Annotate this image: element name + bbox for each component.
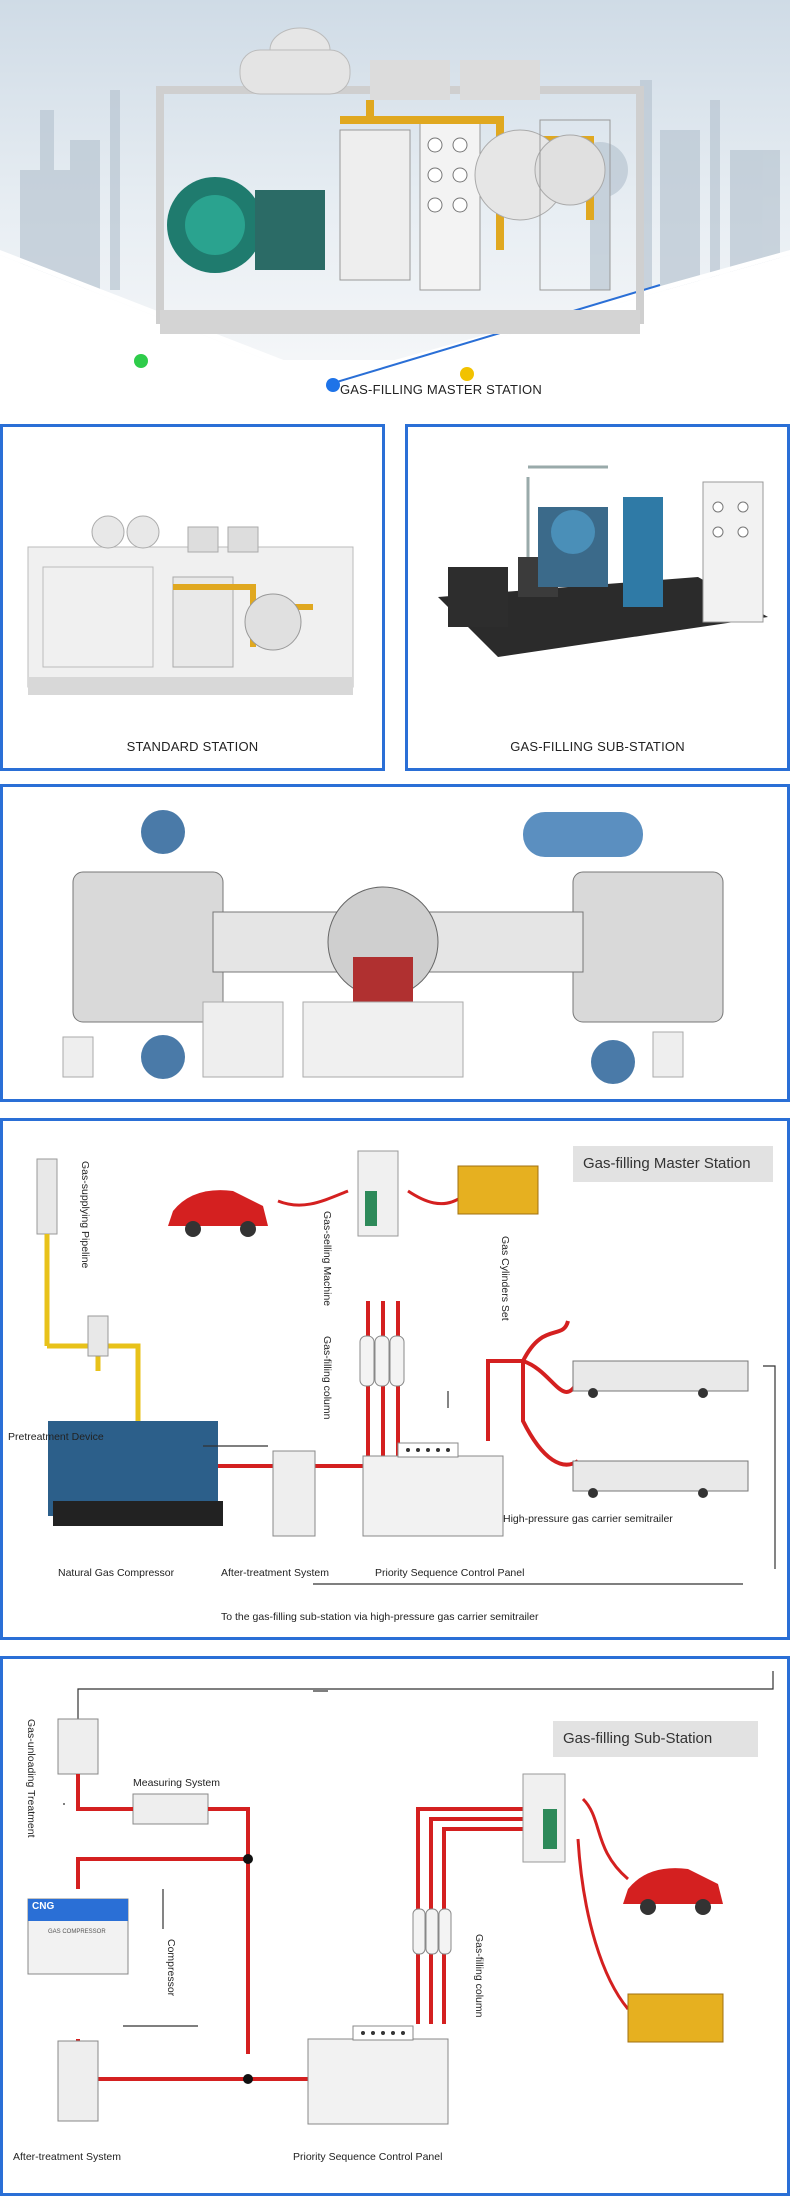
after-treatment-label: After-treatment System	[221, 1567, 329, 1579]
pretreatment-label: Pretreatment Device	[8, 1431, 104, 1443]
standard-station-image	[27, 515, 354, 695]
hero-banner: GAS-FILLING MASTER STATION	[0, 0, 790, 410]
master-diagram-title: Gas-filling Master Station	[573, 1146, 773, 1182]
compressor-cutaway-card	[0, 784, 790, 1102]
refinery-background	[0, 80, 790, 410]
compressor-cutaway-image	[62, 810, 724, 1084]
sub-station-caption: GAS-FILLING SUB-STATION	[510, 739, 685, 754]
hp-carrier-label: High-pressure gas carrier semitrailer	[503, 1513, 673, 1525]
sub-station-card: GAS-FILLING SUB-STATION	[405, 424, 790, 771]
master-station-diagram: Gas-filling Master Station	[0, 1118, 790, 1640]
master-station-machine-image	[156, 27, 644, 334]
to-sub-station-label: To the gas-filling sub-station via high-…	[221, 1611, 539, 1623]
supply-pipeline-label: Gas-supplying Pipeline	[79, 1161, 91, 1269]
filling-column-label: Gas-filling column	[321, 1336, 333, 1420]
after-treatment-label-sub: After-treatment System	[13, 2151, 121, 2163]
cng-sub-text: GAS COMPRESSOR	[48, 1929, 106, 1935]
sub-station-image	[438, 465, 768, 657]
master-flow-graphics	[36, 1150, 776, 1585]
cng-brand-text: CNG	[32, 1901, 55, 1912]
sub-station-diagram: Gas-filling Sub-Station CNG GAS COMPRESS…	[0, 1656, 790, 2196]
compressor-label-sub: Compressor	[165, 1939, 177, 1997]
measuring-label: Measuring System	[133, 1777, 220, 1789]
yellow-dot	[460, 367, 474, 381]
priority-panel-label: Priority Sequence Control Panel	[375, 1567, 525, 1579]
sub-diagram-title: Gas-filling Sub-Station	[553, 1721, 758, 1757]
standard-station-card: STANDARD STATION	[0, 424, 385, 771]
standard-station-caption: STANDARD STATION	[126, 739, 259, 754]
cylinders-set-label: Gas Cylinders Set	[499, 1236, 511, 1321]
unloading-label: Gas-unloading Treatment	[25, 1719, 37, 1838]
selling-machine-label: Gas-selling Machine	[321, 1211, 333, 1307]
hero-caption: GAS-FILLING MASTER STATION	[340, 382, 542, 397]
compressor-label: Natural Gas Compressor	[58, 1567, 175, 1579]
green-dot	[134, 354, 148, 368]
priority-panel-label-sub: Priority Sequence Control Panel	[293, 2151, 443, 2163]
blue-dot	[326, 378, 340, 392]
sub-flow-graphics	[27, 1671, 774, 2125]
filling-column-label-sub: Gas-filling column	[473, 1934, 485, 2018]
